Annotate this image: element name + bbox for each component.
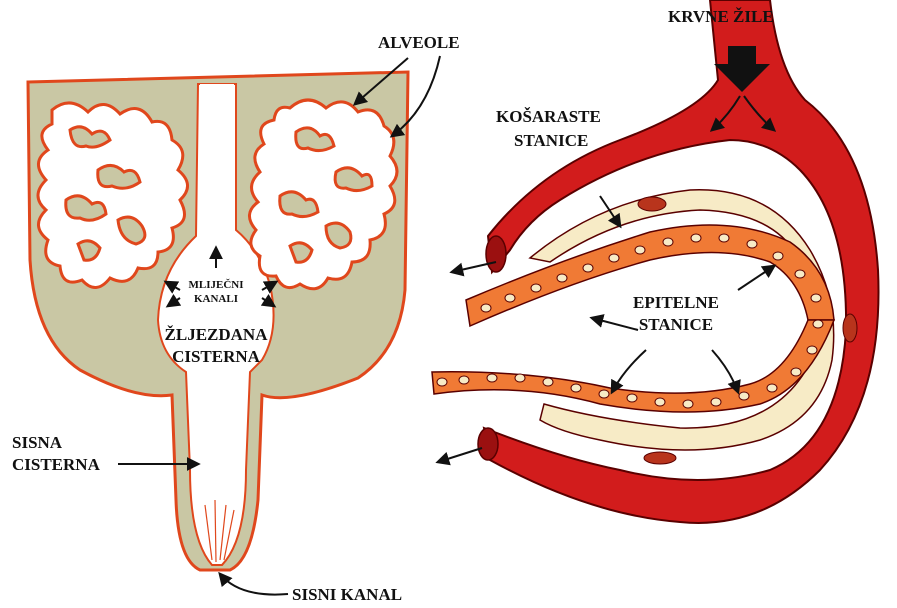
epitelne-arrow-3 (612, 350, 646, 392)
label-sisna-1: SISNA (12, 433, 63, 452)
label-kosaraste-2: STANICE (514, 131, 588, 150)
label-alveole: ALVEOLE (378, 33, 460, 52)
label-sisni-kanal: SISNI KANAL (292, 585, 402, 604)
basket-cell-nucleus-3 (644, 452, 676, 464)
label-kosaraste-1: KOŠARASTE (496, 107, 601, 126)
epitelne-arrow-2 (592, 318, 638, 330)
gland-section: MLIJEČNI KANALI ŽLJEZDANA CISTERNA SISNA… (12, 33, 460, 604)
label-epitelne-1: EPITELNE (633, 293, 719, 312)
sisni-kanal-arrow (220, 574, 288, 595)
basket-cell-nucleus-2 (843, 314, 857, 342)
alveolus-detail: KRVNE ŽILE KOŠARASTE STANICE EPITELNE ST… (432, 0, 879, 523)
label-zljezdana-1: ŽLJEZDANA (165, 325, 269, 344)
label-epitelne-2: STANICE (639, 315, 713, 334)
label-krvne-zile: KRVNE ŽILE (668, 7, 774, 26)
epitelne-arrow-1 (738, 266, 774, 290)
label-zljezdana-2: CISTERNA (172, 347, 261, 366)
vessel-end-bottom (478, 428, 498, 460)
outflow-arrow-bottom (438, 448, 482, 462)
label-sisna-2: CISTERNA (12, 455, 101, 474)
label-mlijecni-2: KANALI (194, 293, 238, 305)
basket-cell-nucleus-1 (638, 197, 666, 211)
epitelne-arrow-4 (712, 350, 738, 392)
main-duct (200, 84, 234, 240)
vessel-end-top (486, 236, 506, 272)
label-mlijecni-1: MLIJEČNI (188, 278, 243, 291)
